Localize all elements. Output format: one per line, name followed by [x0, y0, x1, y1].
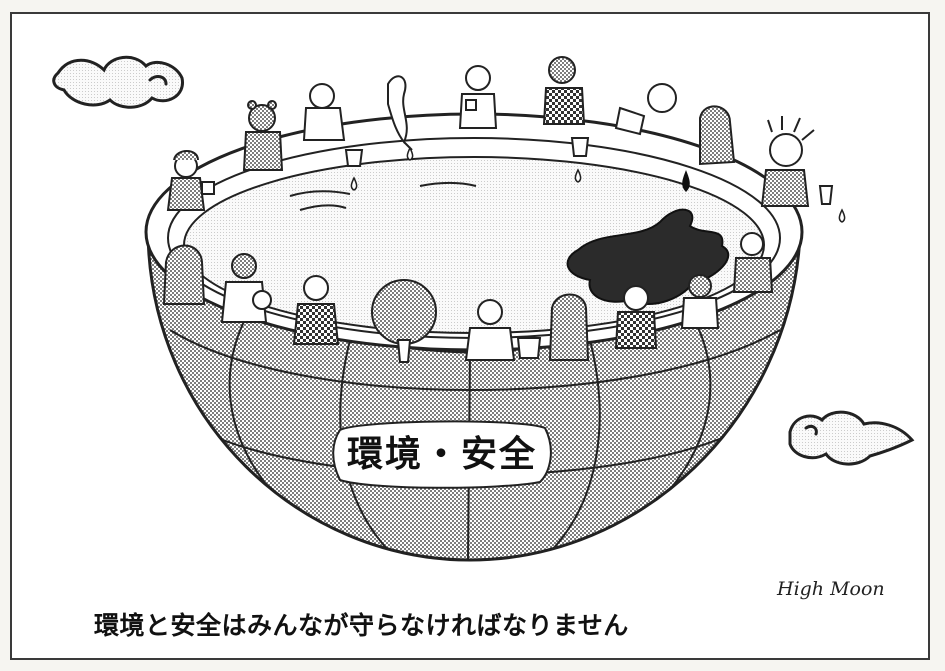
- rim-figures: [162, 56, 834, 363]
- figure-front-6: [548, 293, 590, 361]
- figure-girl: [166, 150, 215, 211]
- figure-tree: [371, 279, 437, 363]
- figure-face: [614, 83, 677, 136]
- figure-front-8: [680, 274, 720, 329]
- oil-spill: [566, 208, 730, 305]
- bowl-label: 環境・安全: [346, 434, 537, 475]
- oil-drip: [682, 170, 690, 192]
- figure-front-2: [220, 253, 272, 323]
- figure-bear: [242, 100, 284, 171]
- artist-signature: High Moon: [777, 578, 885, 600]
- figure-woman: [542, 56, 590, 157]
- figure-front-5: [464, 299, 542, 361]
- figure-front-3: [292, 275, 340, 345]
- figure-front-left: [162, 244, 206, 305]
- bowl-label-plate: [332, 420, 552, 489]
- figure-monster: [699, 105, 736, 166]
- cloud-left: [52, 55, 184, 109]
- figure-front-7: [614, 285, 658, 349]
- figure-spiky-guy: [760, 116, 834, 207]
- water-drops: [350, 146, 846, 223]
- figure-bird: [387, 75, 413, 151]
- figure-boy-bucket: [302, 83, 364, 167]
- figure-child: [458, 65, 498, 129]
- figure-front-right: [732, 232, 774, 293]
- caption: 環境と安全はみんなが守らなければなりません: [94, 611, 629, 640]
- cloud-right: [788, 410, 915, 466]
